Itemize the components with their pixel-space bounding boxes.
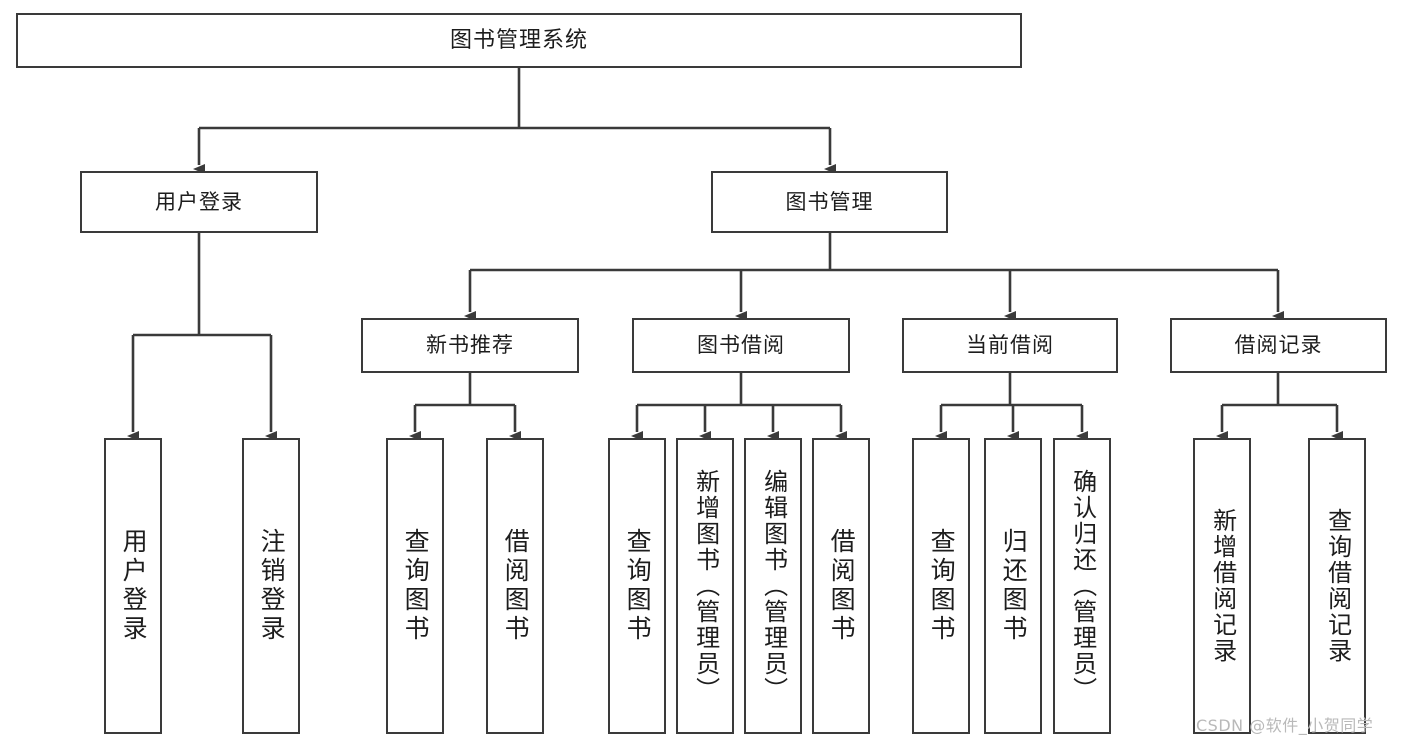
node-leaf-query-book-1[interactable]: 查询图书	[386, 438, 444, 734]
node-leaf-user-login-label: 用户登录	[119, 528, 149, 644]
borrow-record-connectors	[1216, 373, 1343, 441]
node-leaf-edit-book-admin-label: 编辑图书（管理员）	[759, 469, 788, 703]
node-leaf-return-book[interactable]: 归还图书	[984, 438, 1042, 734]
node-leaf-query-book-2[interactable]: 查询图书	[608, 438, 666, 734]
node-leaf-confirm-return-admin-label: 确认归还（管理员）	[1068, 469, 1097, 703]
node-borrow-record[interactable]: 借阅记录	[1170, 318, 1387, 373]
node-user-login[interactable]: 用户登录	[80, 171, 318, 233]
user-login-connectors	[127, 233, 277, 441]
node-leaf-add-borrow-record[interactable]: 新增借阅记录	[1193, 438, 1251, 734]
node-root-label: 图书管理系统	[449, 27, 588, 53]
node-leaf-query-borrow-record-label: 查询借阅记录	[1323, 508, 1352, 664]
node-book-borrow-label: 图书借阅	[697, 333, 785, 358]
node-current-borrow-label: 当前借阅	[966, 333, 1054, 358]
root-connectors	[193, 68, 836, 174]
node-leaf-user-login[interactable]: 用户登录	[104, 438, 162, 734]
node-leaf-add-book-admin[interactable]: 新增图书（管理员）	[676, 438, 734, 734]
node-leaf-return-book-label: 归还图书	[999, 528, 1029, 644]
node-book-manage-label: 图书管理	[785, 189, 874, 214]
node-leaf-borrow-book-1-label: 借阅图书	[501, 528, 531, 644]
node-leaf-query-book-2-label: 查询图书	[623, 528, 653, 644]
node-leaf-add-book-admin-label: 新增图书（管理员）	[691, 469, 720, 703]
book-borrow-connectors	[631, 373, 847, 441]
node-book-manage[interactable]: 图书管理	[711, 171, 948, 233]
node-leaf-query-borrow-record[interactable]: 查询借阅记录	[1308, 438, 1366, 734]
node-leaf-user-logout[interactable]: 注销登录	[242, 438, 300, 734]
node-leaf-edit-book-admin[interactable]: 编辑图书（管理员）	[744, 438, 802, 734]
book-manage-connectors	[464, 233, 1284, 321]
node-leaf-query-book-3-label: 查询图书	[927, 528, 957, 644]
node-leaf-user-logout-label: 注销登录	[257, 528, 287, 644]
node-root[interactable]: 图书管理系统	[16, 13, 1022, 68]
current-borrow-connectors	[935, 373, 1088, 441]
node-leaf-query-book-1-label: 查询图书	[401, 528, 431, 644]
node-leaf-confirm-return-admin[interactable]: 确认归还（管理员）	[1053, 438, 1111, 734]
node-new-book-recommend-label: 新书推荐	[426, 333, 514, 358]
node-borrow-record-label: 借阅记录	[1234, 333, 1323, 358]
node-leaf-query-book-3[interactable]: 查询图书	[912, 438, 970, 734]
node-leaf-borrow-book-1[interactable]: 借阅图书	[486, 438, 544, 734]
node-leaf-borrow-book-2-label: 借阅图书	[827, 528, 857, 644]
node-user-login-label: 用户登录	[155, 189, 243, 214]
node-book-borrow[interactable]: 图书借阅	[632, 318, 850, 373]
node-leaf-borrow-book-2[interactable]: 借阅图书	[812, 438, 870, 734]
new-book-recommend-connectors	[409, 373, 521, 441]
node-current-borrow[interactable]: 当前借阅	[902, 318, 1118, 373]
csdn-watermark: CSDN @软件_小贺同学	[1196, 716, 1374, 735]
node-new-book-recommend[interactable]: 新书推荐	[361, 318, 579, 373]
node-leaf-add-borrow-record-label: 新增借阅记录	[1208, 508, 1237, 664]
